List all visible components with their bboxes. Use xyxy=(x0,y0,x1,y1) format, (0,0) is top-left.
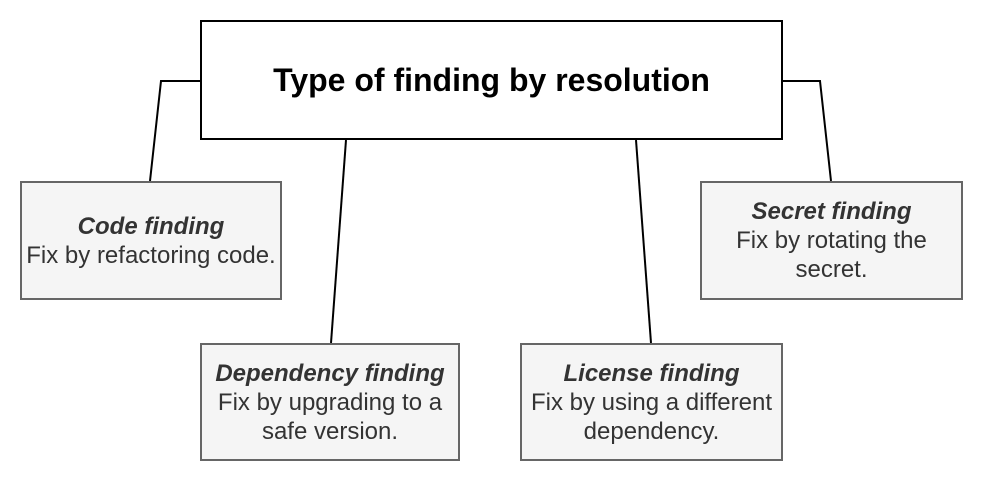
node-license-finding-title: License finding xyxy=(563,359,740,387)
node-dependency-finding: Dependency finding Fix by upgrading to a… xyxy=(200,343,460,461)
node-root: Type of finding by resolution xyxy=(200,20,783,140)
node-secret-finding-body: Fix by rotating the secret. xyxy=(736,227,927,283)
node-secret-finding: Secret finding Fix by rotating the secre… xyxy=(700,181,963,300)
connector-root-to-code xyxy=(149,80,200,182)
node-dependency-finding-title: Dependency finding xyxy=(215,359,445,387)
node-dependency-finding-body: Fix by upgrading to a safe version. xyxy=(217,388,443,445)
node-license-finding-body: Fix by using a different dependency. xyxy=(530,388,773,445)
connector-root-to-license xyxy=(635,139,652,344)
connector-root-to-secret xyxy=(783,80,832,182)
node-code-finding-body: Fix by refactoring code. xyxy=(26,241,276,269)
root-title: Type of finding by resolution xyxy=(273,62,710,98)
node-code-finding: Code finding Fix by refactoring code. xyxy=(20,181,282,300)
node-secret-finding-title: Secret finding xyxy=(751,198,912,225)
node-code-finding-title: Code finding xyxy=(77,212,225,240)
connector-root-to-dependency xyxy=(330,139,347,344)
node-license-finding: License finding Fix by using a different… xyxy=(520,343,783,461)
